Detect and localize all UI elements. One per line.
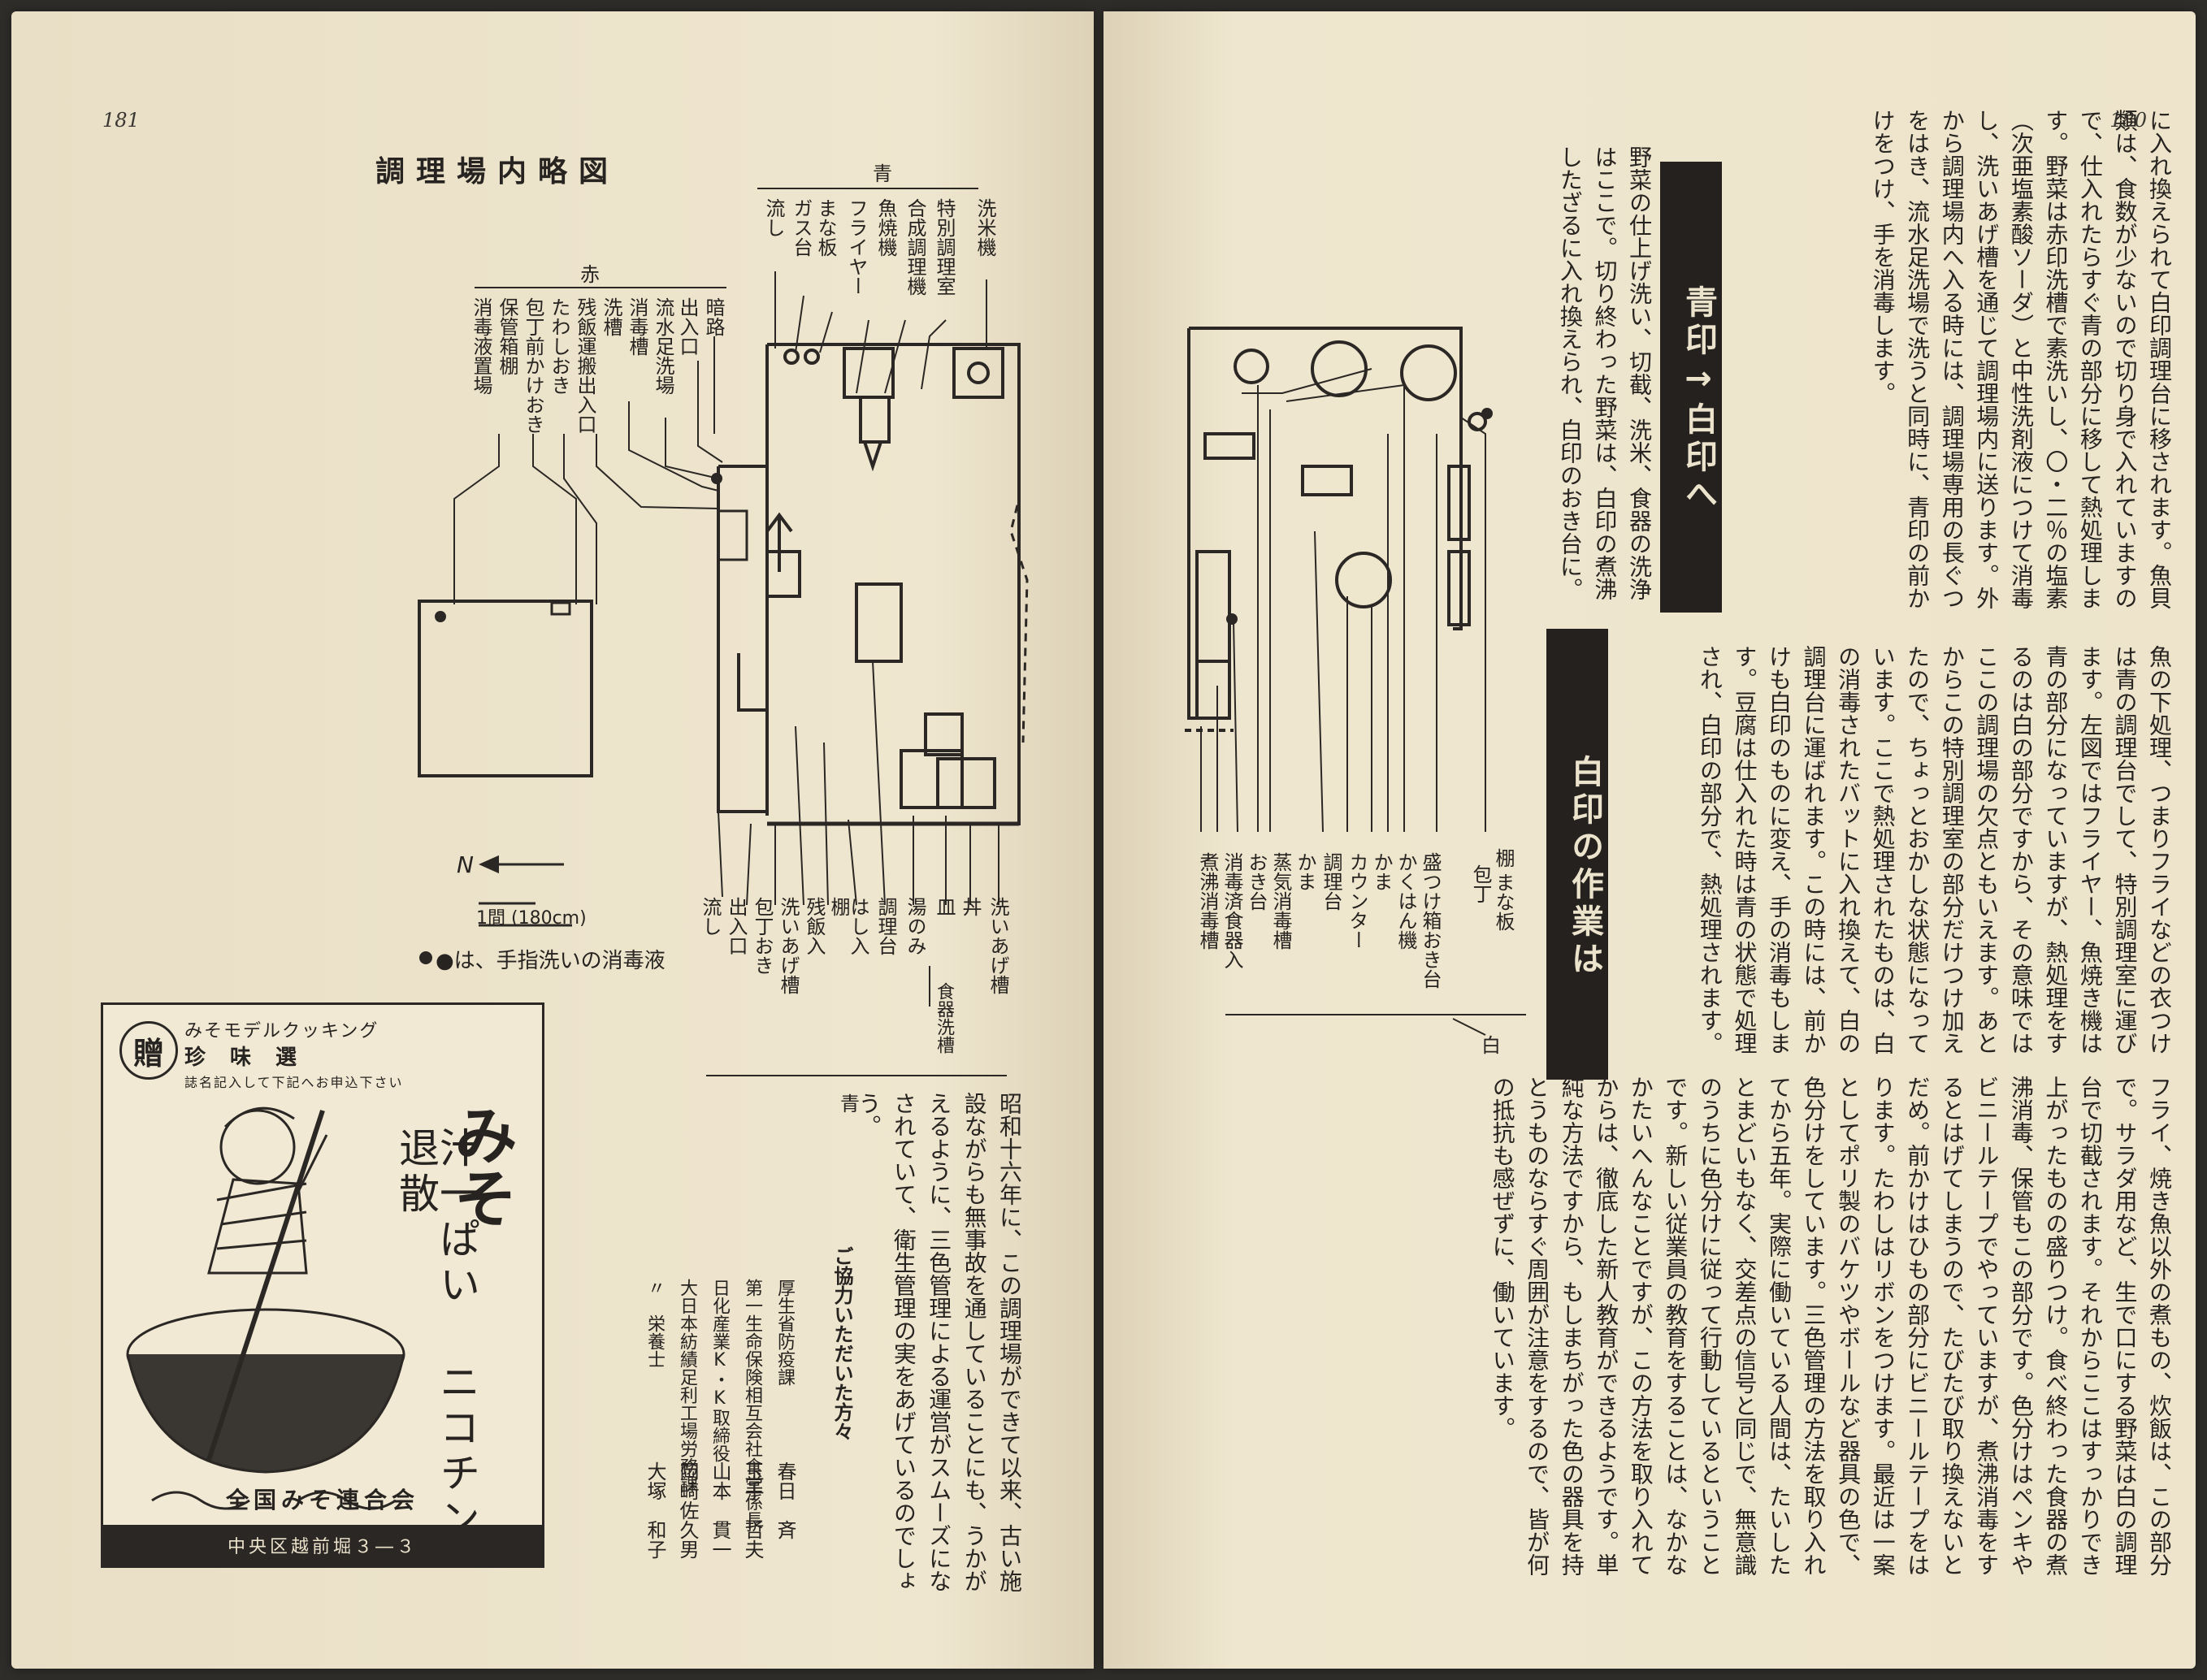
label-entrance-bottom: 出入口 [725,897,748,955]
label-dark-passage: 暗路 [702,297,725,336]
label-mixer: 合成調理機 [904,198,926,296]
label-bowl: 丼 [959,897,982,916]
credit-name-4: 岡崎佐久男 [676,1461,699,1559]
white-zone-floor-plan [1185,327,1526,1036]
label-shelf: 棚 [827,897,850,916]
label-storage-shelf: 保管箱棚 [496,297,518,375]
credit-name-5: 大塚 和子 [644,1461,666,1559]
label-rinse-tank-1: 洗いあげ槽 [986,897,1009,994]
closing-paragraph: 昭和十六年に、この調理場ができて以来、古い施設ながらも無事故を通していることにも… [855,1092,1023,1592]
label-chopstick-holder: はし入 [847,897,869,955]
legend-hand-disinfectant: ●は、手指洗いの消毒液 [436,949,666,973]
label-entrance: 出入口 [676,297,699,356]
ad-offer-title: 珍味選 [184,1046,322,1070]
credit-org-2: 第一生命保険相互会社食堂係長 [742,1279,762,1529]
label-steam-sterilizer: 蒸気消毒槽 [1269,852,1292,950]
ad-offer-instructions: 誌名記入して下記へお申込下さい [184,1075,404,1090]
label-leftover-exit: 残飯運搬出入口 [574,297,596,434]
label-teacup: 湯のみ [904,897,926,955]
zone-label-red: 赤 [580,263,600,286]
label-fish-grill: 魚焼機 [874,198,897,257]
label-sterilized-dish-box: 消毒済食器入 [1221,852,1243,969]
credit-org-5: 〃 栄養士 [644,1279,665,1368]
label-knife-r: 包丁 [1469,864,1492,903]
label-cutting-board-r: まな板 [1492,872,1515,931]
diagram-title: 調理場内略図 [375,155,620,188]
text-column-fish-prep: 魚の下処理、つまりフライなどの衣つけは青の調理台でして、特別調理室に運びます。左… [1696,645,2173,1054]
label-cutting-board: まな板 [814,198,837,257]
credit-org-1: 厚生省防疫課 [774,1279,795,1386]
label-serving-box-stand: 盛つけ箱おき台 [1419,852,1442,989]
woman-stirring-illustration [126,1106,405,1510]
zone-label-white: 白 [1481,1034,1501,1057]
page-number-right: 180 [2109,109,2147,132]
label-sink: 流し [762,198,785,237]
label-foot-wash: 流水足洗場 [652,297,674,395]
miso-advertisement: 贈 みそモデルクッキング 珍味選 誌名記入して下記へお申込下さい みそ 汁一ぱい… [101,1002,544,1568]
label-knife-stand: 包丁おき [751,897,774,975]
label-knife-apron-place: 包丁前かけおき [522,297,544,434]
label-counter: カウンター [1346,852,1368,950]
credit-org-3: 日化産業K・K取締役 [709,1279,730,1462]
ad-brand-miso: みそ [444,1102,517,1229]
label-scrubber-place: たわしおき [548,297,570,395]
ad-association: 全国みそ連合会 [225,1487,419,1513]
label-plate: 皿 [933,897,956,916]
label-boiling-sterilizer: 煮沸消毒槽 [1196,852,1219,950]
label-disinfectant-place: 消毒液置場 [470,297,492,395]
label-pot-2: かま [1294,852,1316,891]
kitchen-floor-plan [418,188,1029,1076]
zone-label-blue-top: 青 [873,162,892,185]
heading-white-work: 白印の作業は [1546,629,1608,1080]
gift-mark: 贈 [119,1021,178,1080]
label-cooking-table: 調理台 [874,897,897,955]
right-page: 180 に入れ換えられて白印調理台に移されます。魚貝類は、食数が少ないので切り身… [1104,11,2196,1669]
label-leftover-bin: 残飯入 [803,897,826,955]
label-washing-rice-machine: 洗米機 [973,198,996,257]
ad-address: 中央区越前堀３―３ [103,1525,542,1565]
label-fryer: フライヤー [845,198,868,296]
label-special-cooking-room: 特別調理室 [933,198,956,296]
label-disinfection-tank: 消毒槽 [626,297,648,356]
credits-heading: ご協力いただいた方々 [830,1246,853,1441]
label-pot-1: かま [1370,852,1393,891]
heading-blue-to-white: 青印→白印へ [1660,162,1722,613]
credit-name-3: 山本 貫一 [709,1461,731,1559]
credit-name-2: 玉手 哲夫 [741,1461,764,1559]
label-wash-tank: 洗槽 [600,297,622,336]
label-stand: おき台 [1245,852,1268,911]
label-cooking-table-r: 調理台 [1320,852,1342,911]
ad-slogan: 汁一ぱい ニコチン退散 [392,1127,480,1543]
text-column-intro: に入れ換えられて白印調理台に移されます。魚貝類は、食数が少ないので切り身で入れて… [1869,109,2173,609]
label-dish-wash-tank: 食器洗槽 [934,982,954,1054]
left-page: 181 調理場内略図 [11,11,1094,1669]
label-gas-stand: ガス台 [790,198,813,257]
ad-offer-line: みそモデルクッキング [184,1021,379,1041]
zone-label-blue-bottom: 青 [840,1093,860,1115]
label-shelf-r: 棚 [1492,848,1515,868]
label-stirring-machine: かくはん機 [1394,852,1417,950]
credit-name-1: 春日 斉 [774,1461,796,1539]
label-rinse-tank-2: 洗いあげ槽 [777,897,800,994]
text-column-vegetables: 野菜の仕上げ洗い、切截、洗米、食器の洗浄はここで。切り終わった野菜は、白印の煮沸… [1556,145,1653,600]
credit-org-4: 大日本紡績足利工場労務課 [677,1279,697,1493]
text-column-color-management: フライ、焼き魚以外の煮もの、炊飯は、この部分で。サラダ用など、生で口にする野菜は… [1489,1076,2173,1576]
page-number-left: 181 [102,109,140,132]
label-sink-bottom: 流し [699,897,722,936]
scale-label: 1間 (180cm) [476,908,587,929]
north-symbol: N [457,851,474,878]
